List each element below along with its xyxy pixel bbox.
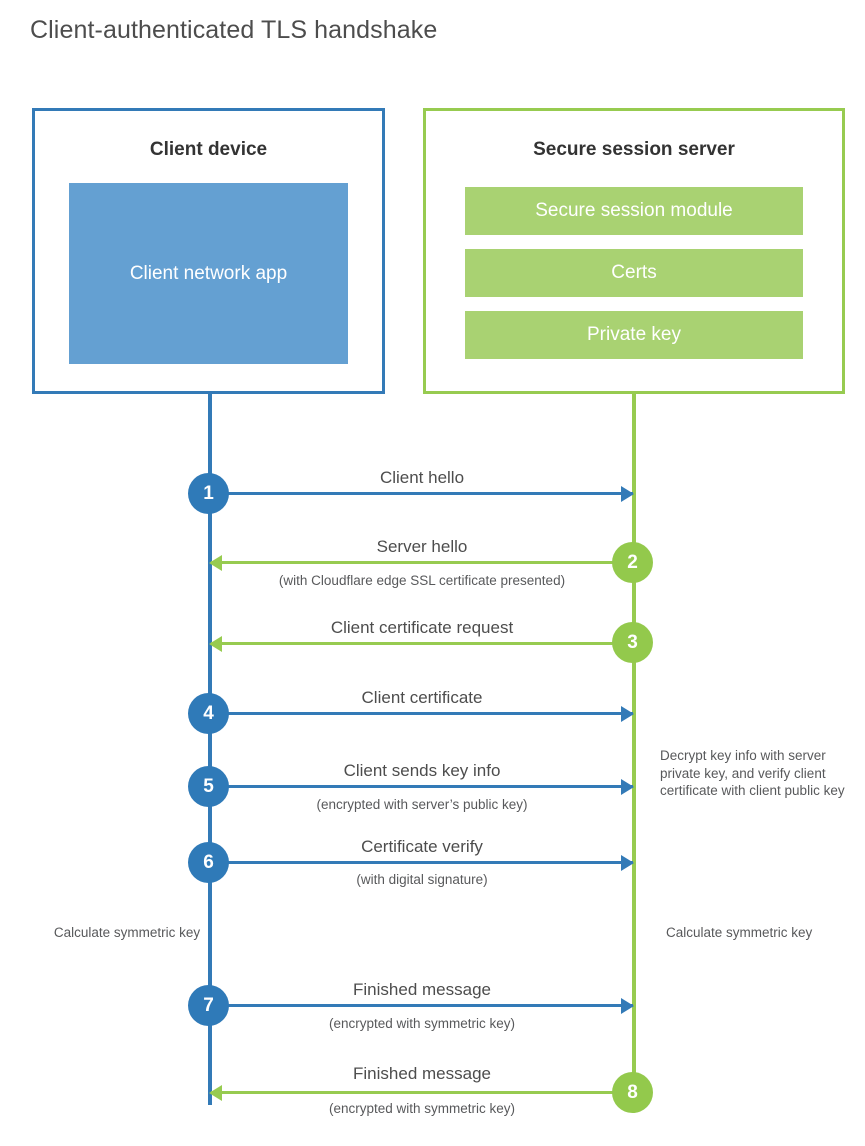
page-title: Client-authenticated TLS handshake: [30, 16, 438, 44]
message-6-label: Certificate verify: [361, 837, 483, 856]
arrow-head-left-2: [209, 555, 222, 571]
arrow-head-right-1: [621, 486, 634, 502]
arrow-head-right-4: [621, 706, 634, 722]
secure-session-server-title: Secure session server: [533, 139, 735, 160]
secure-session-server-box: Secure session server Secure session mod…: [423, 108, 845, 394]
message-5-label: Client sends key info: [343, 761, 501, 780]
client-network-app-block: Client network app: [69, 183, 348, 364]
step-circle-4: 4: [188, 693, 229, 734]
arrow-head-right-6: [621, 855, 634, 871]
note-calculate-symmetric-key-server: Calculate symmetric key: [666, 925, 813, 940]
arrow-head-left-3: [209, 636, 222, 652]
message-4-label: Client certificate: [361, 688, 483, 707]
message-2-sublabel: (with Cloudflare edge SSL certificate pr…: [278, 573, 566, 588]
message-1-label: Client hello: [379, 468, 465, 487]
server-lifeline: [632, 394, 636, 1093]
server-component-secure-session-module: Secure session module: [465, 187, 803, 235]
arrow-head-right-7: [621, 998, 634, 1014]
step-circle-7: 7: [188, 985, 229, 1026]
message-2-label: Server hello: [376, 537, 468, 556]
message-3-label: Client certificate request: [330, 618, 514, 637]
step-circle-2: 2: [612, 542, 653, 583]
step-circle-1: 1: [188, 473, 229, 514]
client-lifeline: [208, 394, 212, 1105]
arrow-head-left-8: [209, 1085, 222, 1101]
client-device-box: Client device Client network app: [32, 108, 385, 394]
message-8-sublabel: (encrypted with symmetric key): [328, 1101, 516, 1116]
server-component-certs: Certs: [465, 249, 803, 297]
message-8-label: Finished message: [353, 1064, 491, 1083]
step-circle-5: 5: [188, 766, 229, 807]
message-7-label: Finished message: [353, 980, 491, 999]
server-component-private-key: Private key: [465, 311, 803, 359]
message-7-sublabel: (encrypted with symmetric key): [328, 1016, 516, 1031]
message-6-sublabel: (with digital signature): [356, 872, 488, 887]
step-circle-8: 8: [612, 1072, 653, 1113]
note-calculate-symmetric-key-client: Calculate symmetric key: [53, 925, 201, 940]
step-circle-6: 6: [188, 842, 229, 883]
note-decrypt-key-info: Decrypt key info with server private key…: [660, 748, 845, 798]
step-circle-3: 3: [612, 622, 653, 663]
message-5-sublabel: (encrypted with server’s public key): [316, 797, 528, 812]
arrow-head-right-5: [621, 779, 634, 795]
client-device-title: Client device: [149, 139, 268, 160]
